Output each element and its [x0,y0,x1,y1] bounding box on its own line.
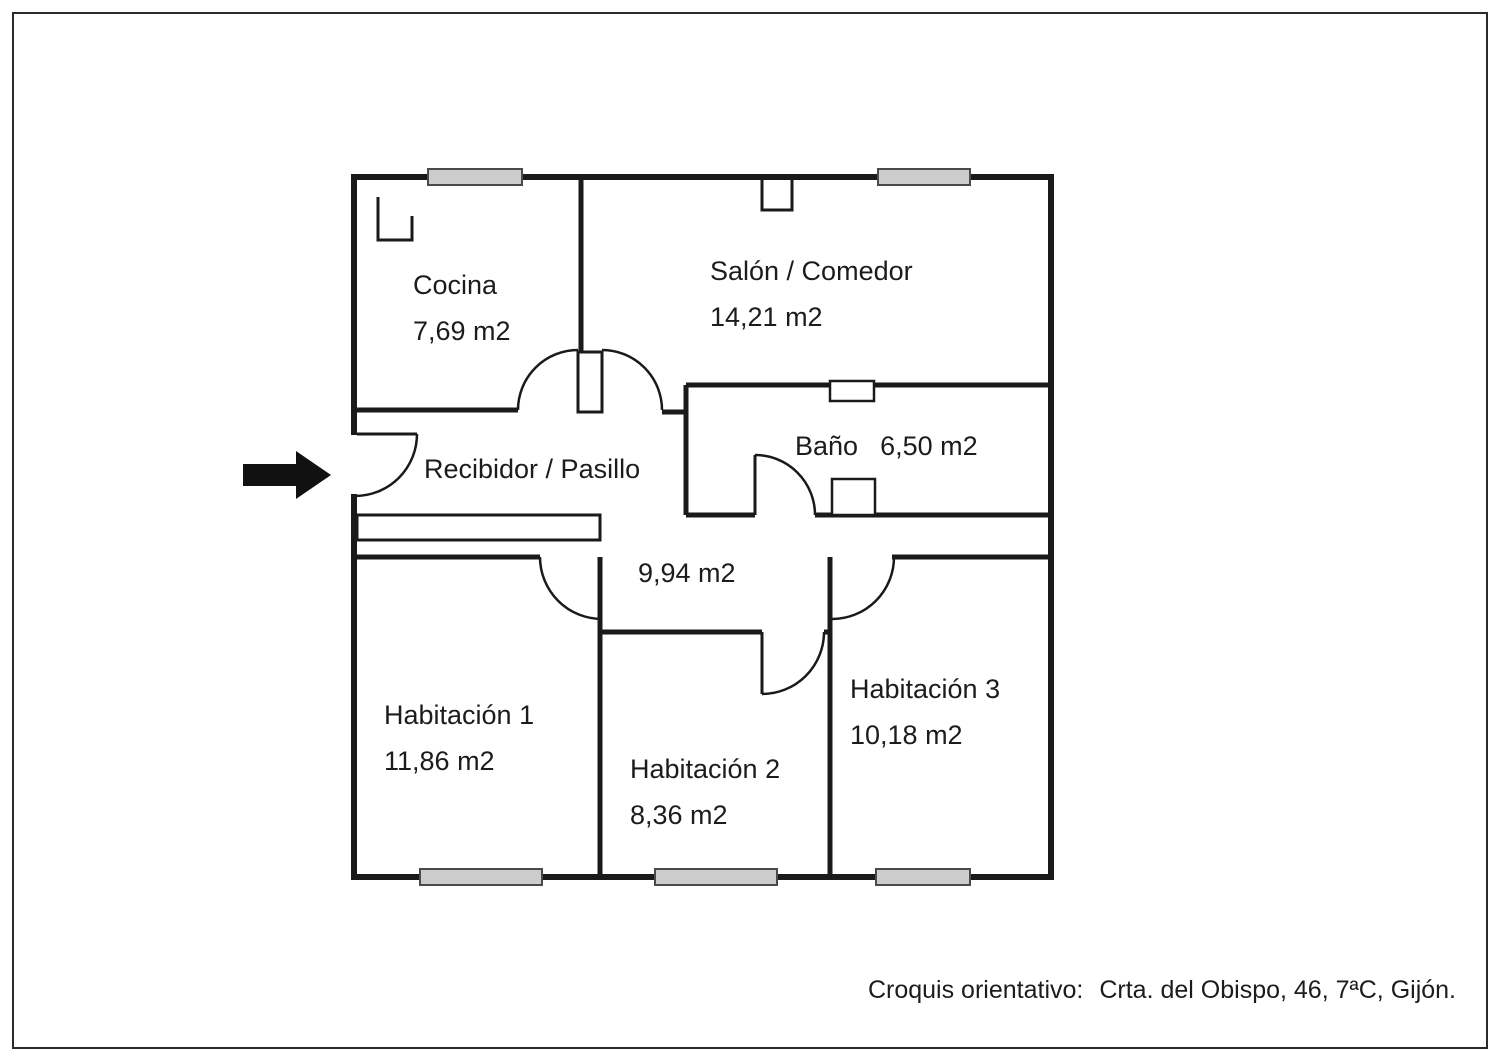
habitacion1-door-arc [538,556,603,621]
window-habitacion-1 [419,868,543,886]
bano-duct-bottom [830,477,877,517]
window-salon [877,168,971,186]
room-label-habitacion-2: Habitación 2 8,36 m2 [630,746,780,838]
room-area-pasillo: 9,94 m2 [638,550,736,596]
window-cocina [427,168,523,186]
room-name: Habitación 1 [384,700,535,730]
exterior-wall [351,174,1054,880]
cocina-flue [376,197,414,242]
room-label-cocina: Cocina 7,69 m2 [413,262,511,354]
window-habitacion-3 [875,868,971,886]
bano-duct-top [828,379,876,403]
room-area: 6,50 m2 [880,431,978,461]
room-name: Habitación 2 [630,754,781,784]
habitacion3-door-arc [831,556,896,621]
room-name: Recibidor / Pasillo [424,454,641,484]
room-area: 14,21 m2 [710,302,823,332]
room-name: Baño [795,431,859,461]
room-label-salon-comedor: Salón / Comedor 14,21 m2 [710,248,913,340]
wall-pasillo-double [355,513,602,542]
room-label-habitacion-3: Habitación 3 10,18 m2 [850,666,1000,758]
habitacion2-door-arc [761,631,826,696]
room-area: 7,69 m2 [413,316,511,346]
cocina-door-arc [516,348,579,411]
room-label-habitacion-1: Habitación 1 11,86 m2 [384,692,534,784]
room-area: 11,86 m2 [384,746,495,776]
caption-label: Croquis orientativo: [867,976,1084,1004]
room-area: 9,94 m2 [638,558,736,588]
caption: Croquis orientativo: Crta. del Obispo, 46… [868,976,1456,1005]
room-label-recibidor-pasillo: Recibidor / Pasillo [424,446,640,492]
caption-address: Crta. del Obispo, 46, 7ªC, Gijón. [1099,976,1456,1004]
door-jamb-pillar [576,350,604,414]
window-habitacion-2 [654,868,778,886]
salon-pillar [760,177,794,212]
room-name: Cocina [413,270,498,300]
salon-door-arc [601,348,664,411]
bano-door-arc [754,453,817,516]
room-label-bano: Baño 6,50 m2 [795,423,978,469]
room-area: 8,36 m2 [630,800,728,830]
room-name: Salón / Comedor [710,256,913,286]
room-name: Habitación 3 [850,674,1001,704]
entrance-door-arc [354,433,419,498]
room-area: 10,18 m2 [850,720,963,750]
entrance-arrow-icon [243,451,331,499]
